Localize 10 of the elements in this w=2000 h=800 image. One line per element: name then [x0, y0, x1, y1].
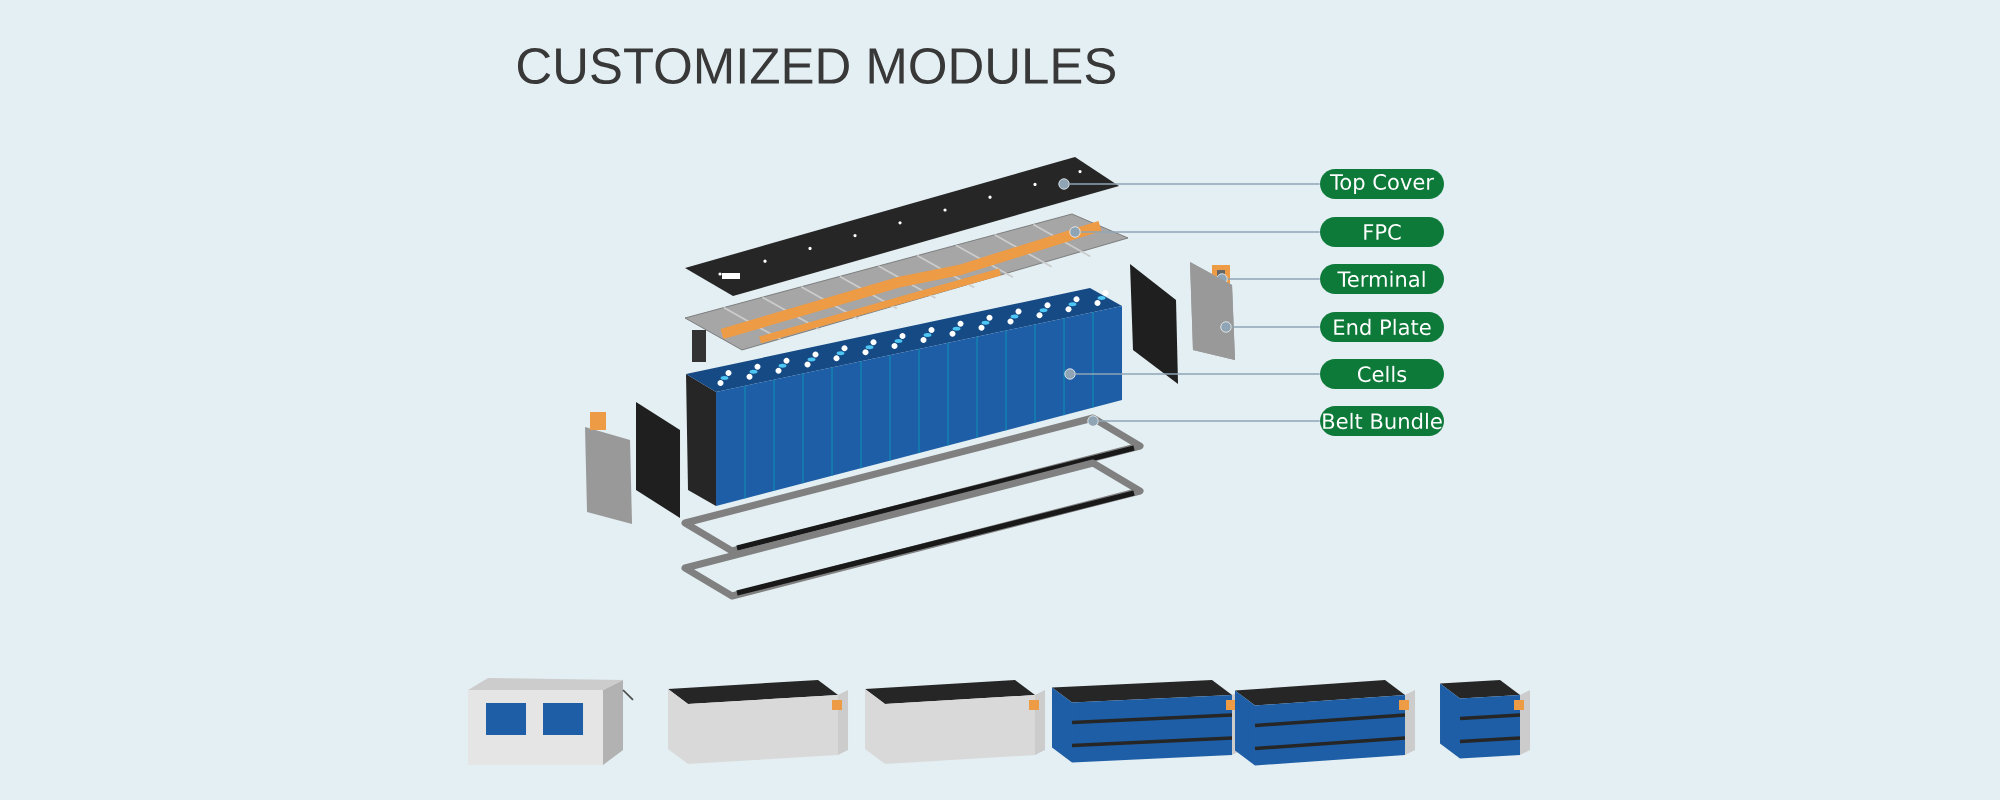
title: CUSTOMIZED MODULES — [517, 47, 1115, 85]
leader-line — [1068, 183, 1321, 185]
label-pill: End Plate — [1320, 312, 1444, 342]
label-pill: FPC — [1320, 217, 1444, 247]
leader-line — [1230, 326, 1321, 328]
label-pill: Cells — [1320, 359, 1444, 389]
label-pill: Terminal — [1320, 264, 1444, 294]
leader-line — [1074, 373, 1321, 375]
leader-line — [1079, 231, 1321, 233]
leader-line — [1226, 278, 1321, 280]
